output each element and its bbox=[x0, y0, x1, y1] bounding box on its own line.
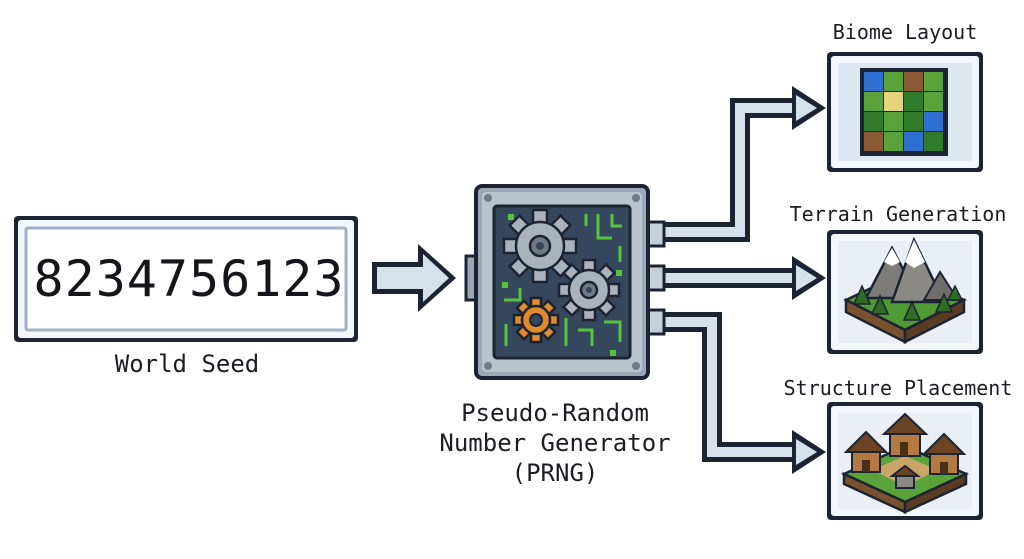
prng-label-line: (PRNG) bbox=[511, 459, 599, 487]
biome-cell bbox=[884, 112, 903, 131]
biome-cell bbox=[884, 92, 903, 111]
mountain-terrain-icon bbox=[843, 236, 967, 345]
biome-cell bbox=[864, 132, 883, 151]
prng-label-line: Pseudo-Random bbox=[461, 399, 649, 427]
biome-cell bbox=[884, 132, 903, 151]
biome-cell bbox=[884, 72, 903, 91]
structure-placement-label: Structure Placement bbox=[783, 376, 1013, 400]
biome-cell bbox=[924, 112, 943, 131]
biome-cell bbox=[904, 132, 923, 151]
biome-cell bbox=[864, 92, 883, 111]
biome-cell bbox=[864, 112, 883, 131]
prng-label-line: Number Generator bbox=[439, 429, 671, 457]
biome-grid-icon bbox=[860, 68, 948, 156]
biome-cell bbox=[924, 92, 943, 111]
seed-value: 8234756123 bbox=[33, 250, 345, 308]
prng-label: Pseudo-Random Number Generator (PRNG) bbox=[405, 398, 705, 488]
terrain-generation-label: Terrain Generation bbox=[789, 202, 1007, 226]
circuit-traces bbox=[504, 214, 622, 346]
seed-label: World Seed bbox=[114, 350, 260, 378]
biome-cell bbox=[924, 132, 943, 151]
gear-icon bbox=[512, 296, 560, 344]
biome-cell bbox=[864, 72, 883, 91]
biome-cell bbox=[904, 92, 923, 111]
seed-box bbox=[14, 216, 358, 342]
biome-cell bbox=[904, 112, 923, 131]
seed-to-prng-arrow bbox=[372, 244, 456, 312]
biome-cell bbox=[924, 72, 943, 91]
gear-icon bbox=[557, 258, 621, 322]
biome-layout-label: Biome Layout bbox=[832, 20, 978, 44]
biome-cell bbox=[904, 72, 923, 91]
prng-box bbox=[464, 184, 666, 380]
village-houses-icon bbox=[841, 412, 969, 514]
branch-arrows bbox=[660, 86, 826, 474]
